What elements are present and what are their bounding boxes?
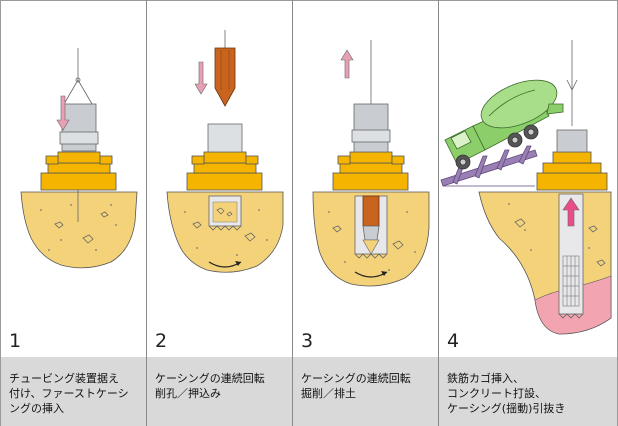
step-3-panel: 3 ケーシングの連続回転 掘削／排土: [293, 0, 438, 426]
soil-layer: [166, 191, 284, 273]
drill-bit-icon: [214, 47, 236, 107]
caption-line: 掘削／排土: [301, 387, 356, 400]
panel-divider: [292, 0, 293, 426]
up-arrow-icon: [340, 49, 354, 79]
top-border: [0, 0, 618, 1]
caption-line: ケーシングの連続回転: [155, 372, 265, 385]
tubing-rig-base: [536, 172, 608, 191]
caption-line: ケーシングの連続回転: [301, 372, 411, 385]
step-2-panel: 2 ケーシングの連続回転 削孔／押込み: [147, 0, 292, 426]
rebar-cage-icon: [562, 255, 580, 307]
down-arrow-icon: [194, 61, 208, 95]
caption-line: チュービング装置据え: [9, 372, 119, 385]
step-number: 1: [9, 330, 22, 352]
caption-line: 鉄筋カゴ挿入、: [447, 372, 524, 385]
tubing-rig-base: [186, 172, 263, 191]
panel-divider: [146, 0, 147, 426]
step-1-illustration: [20, 48, 138, 269]
step-4-illustration: [440, 40, 612, 335]
step-caption: ケーシングの連続回転 削孔／押込み: [147, 357, 292, 426]
step-caption: ケーシングの連続回転 掘削／排土: [293, 357, 438, 426]
step-number: 4: [447, 330, 460, 352]
caption-line: 削孔／押込み: [155, 387, 221, 400]
caption-line: 付け、ファーストケーシ: [9, 387, 129, 400]
step-number: 2: [155, 330, 168, 352]
ramp: [440, 145, 538, 187]
up-arrow-icon: [562, 197, 580, 227]
caption-line: ングの挿入: [9, 402, 64, 415]
caption-line: ケーシング(揺動)引抜き: [447, 402, 566, 415]
caption-line: コンクリート打設、: [447, 387, 546, 400]
mixer-truck-icon: [444, 79, 564, 170]
down-arrow-icon: [56, 95, 70, 131]
step-2-illustration: [166, 30, 284, 273]
tubing-rig-base: [332, 172, 409, 191]
step-1-panel: 1 チュービング装置据え 付け、ファーストケーシ ングの挿入: [1, 0, 146, 426]
step-caption: 鉄筋カゴ挿入、 コンクリート打設、 ケーシング(揺動)引抜き: [439, 357, 617, 426]
soil-layer: [20, 191, 138, 269]
step-3-illustration: [312, 40, 430, 287]
step-caption: チュービング装置据え 付け、ファーストケーシ ングの挿入: [1, 357, 146, 426]
tubing-rig-base: [40, 172, 117, 191]
left-border: [0, 0, 1, 426]
step-4-panel: 4 鉄筋カゴ挿入、 コンクリート打設、 ケーシング(揺動)引抜き: [439, 0, 617, 426]
panel-divider: [438, 0, 439, 426]
step-number: 3: [301, 330, 314, 352]
